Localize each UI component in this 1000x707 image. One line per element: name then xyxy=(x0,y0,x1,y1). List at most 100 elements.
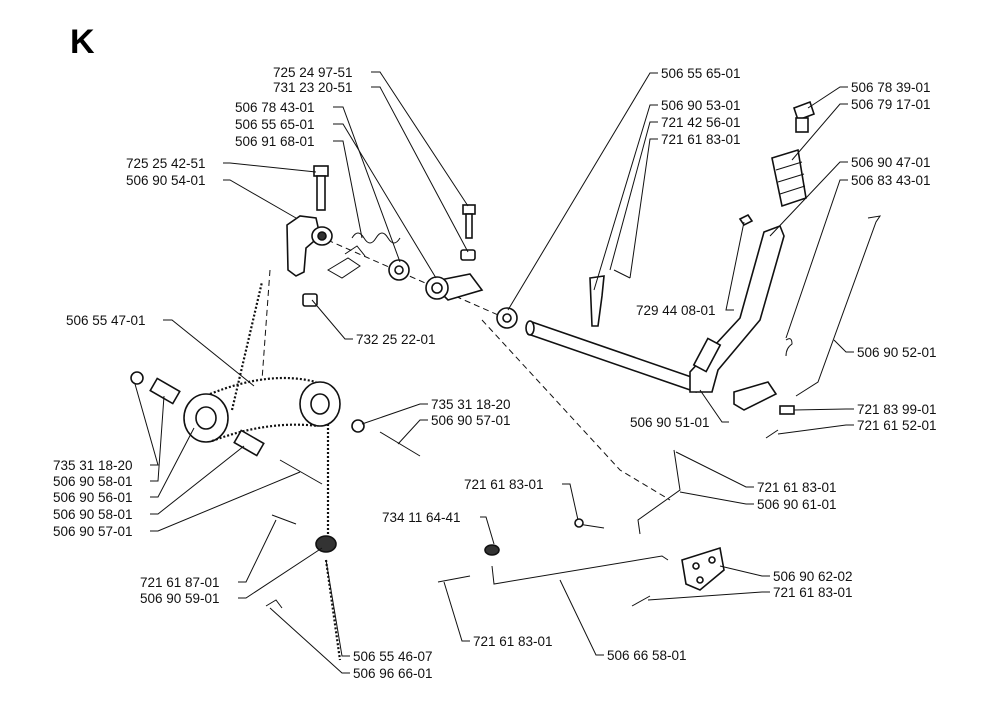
grip-ribs xyxy=(775,161,806,195)
part-label: 506 91 68-01 xyxy=(235,134,315,149)
clevis-pin xyxy=(271,514,297,525)
right-axle-pin xyxy=(379,431,421,457)
pivot-plate xyxy=(733,381,778,411)
lever-slot xyxy=(692,337,722,373)
link-rod xyxy=(795,215,882,397)
part-label: 506 79 17-01 xyxy=(851,97,931,112)
axle-pin xyxy=(279,459,323,485)
upper-chain xyxy=(230,281,264,411)
pivot-bracket xyxy=(286,215,321,277)
right-washer xyxy=(351,419,365,433)
cross-shaft xyxy=(526,320,702,394)
plate-hole-b xyxy=(708,556,716,564)
bracket-axis xyxy=(261,269,271,381)
bushing-bore xyxy=(394,265,404,275)
part-label: 506 90 59-01 xyxy=(140,591,220,606)
part-label: 721 61 83-01 xyxy=(464,477,544,492)
part-label: 732 25 22-01 xyxy=(356,332,436,347)
section-letter: K xyxy=(70,23,95,61)
chain-tensioner xyxy=(315,535,337,553)
part-label: 725 24 97-51 xyxy=(273,65,353,80)
shoulder-bolt xyxy=(779,405,795,415)
part-label: 735 31 18-20 xyxy=(431,397,511,412)
small-bolt-head xyxy=(462,204,476,215)
chain-clip xyxy=(265,599,283,609)
right-pulley-hub xyxy=(310,393,330,415)
rod-spring xyxy=(785,338,793,357)
knob-insert xyxy=(795,117,809,133)
small-bolt-shank xyxy=(465,213,473,239)
part-label: 506 78 39-01 xyxy=(851,80,931,95)
rod-nut xyxy=(484,544,500,556)
part-label: 725 25 42-51 xyxy=(126,156,206,171)
left-pulley-hub xyxy=(195,406,217,430)
plate-hole-a xyxy=(692,562,700,570)
long-rod xyxy=(491,555,669,585)
part-label: 506 96 66-01 xyxy=(353,666,433,681)
part-label: 506 55 47-01 xyxy=(66,313,146,328)
connector-line xyxy=(481,319,671,501)
part-label: 506 90 58-01 xyxy=(53,507,133,522)
pulley-chain-bottom xyxy=(211,423,319,443)
part-label: 506 90 47-01 xyxy=(851,155,931,170)
pulley-chain-top xyxy=(209,376,317,396)
bolt-head xyxy=(313,165,329,177)
indicator-plate xyxy=(589,275,605,327)
small-nut xyxy=(460,249,476,261)
drop-rod xyxy=(637,449,681,535)
part-label: 506 90 58-01 xyxy=(53,474,133,489)
spring-leg xyxy=(344,245,366,257)
part-label: 721 61 83-01 xyxy=(773,585,853,600)
screw xyxy=(738,213,754,227)
part-label: 506 90 56-01 xyxy=(53,490,133,505)
part-label: 721 83 99-01 xyxy=(857,402,937,417)
part-label: 506 66 58-01 xyxy=(607,648,687,663)
part-labels: 725 24 97-51 731 23 20-51 506 78 43-01 5… xyxy=(53,65,937,681)
spring-clip xyxy=(327,257,361,279)
knob-cap xyxy=(792,100,816,122)
part-label: 506 90 57-01 xyxy=(431,413,511,428)
part-label: 729 44 08-01 xyxy=(636,303,716,318)
part-label: 735 31 18-20 xyxy=(53,458,133,473)
hitch-pin-head xyxy=(574,518,584,528)
bellcrank-plate xyxy=(681,546,725,591)
handle-grip xyxy=(771,148,807,208)
part-label: 731 23 20-51 xyxy=(273,80,353,95)
part-label: 506 90 62-02 xyxy=(773,569,853,584)
linkage-parts xyxy=(130,100,882,661)
hex-nut xyxy=(302,293,318,307)
part-label: 506 90 54-01 xyxy=(126,173,206,188)
shaft-end xyxy=(525,320,535,336)
part-label: 721 61 87-01 xyxy=(140,575,220,590)
part-label: 506 55 65-01 xyxy=(235,117,315,132)
pin xyxy=(613,269,631,279)
cotter-pin xyxy=(765,429,779,439)
part-label: 721 61 83-01 xyxy=(757,480,837,495)
part-label: 721 61 52-01 xyxy=(857,418,937,433)
part-label: 721 61 83-01 xyxy=(661,132,741,147)
part-label: 721 61 83-01 xyxy=(473,634,553,649)
part-label: 721 42 56-01 xyxy=(661,115,741,130)
part-label: 506 55 46-07 xyxy=(353,649,433,664)
left-spacer xyxy=(149,377,181,405)
left-washer xyxy=(130,371,144,385)
torsion-spring xyxy=(351,232,401,244)
plate-hole-c xyxy=(696,576,704,584)
part-label: 506 90 51-01 xyxy=(630,415,710,430)
rod-pin xyxy=(437,575,471,583)
part-label: 506 90 57-01 xyxy=(53,524,133,539)
lever-hub-bore xyxy=(431,282,443,294)
part-label: 506 90 61-01 xyxy=(757,497,837,512)
shaft-bushing-bore xyxy=(502,313,512,323)
bolt-shank xyxy=(316,175,326,211)
plate-pin xyxy=(631,595,651,607)
leader-lines xyxy=(134,71,854,674)
part-label: 734 11 64-41 xyxy=(382,510,461,525)
part-label: 506 78 43-01 xyxy=(235,100,315,115)
part-label: 506 90 52-01 xyxy=(857,345,937,360)
bracket-bore xyxy=(317,231,327,241)
lower-spacer xyxy=(233,429,265,457)
part-label: 506 90 53-01 xyxy=(661,98,741,113)
part-label: 506 83 43-01 xyxy=(851,173,931,188)
